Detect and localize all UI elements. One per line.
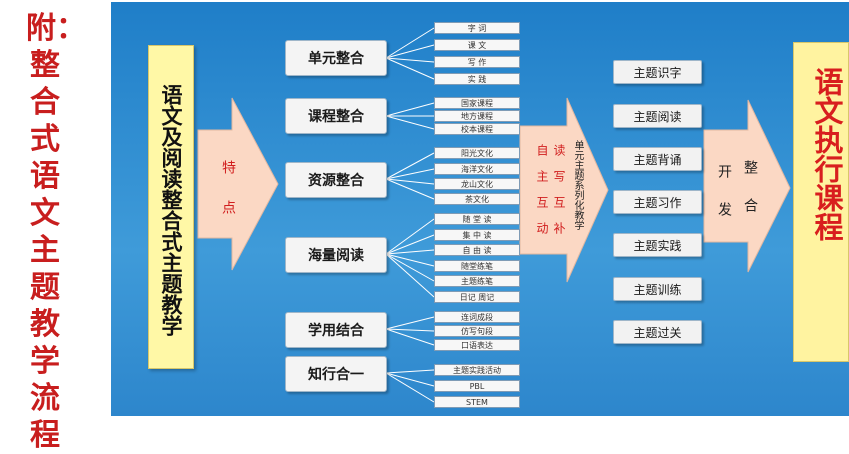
item-box: 校本课程 [434,123,520,135]
final-label: 语文执行课程 [810,67,844,241]
final-box: 语文执行课程 [793,42,849,362]
item-box: 自 由 读 [434,244,520,256]
item-box: PBL [434,380,520,392]
branch-lines [385,27,435,403]
item-box: 茶文化 [434,193,520,205]
develop-arrow-col2: 整合 [742,160,758,236]
item-box: 主题实践活动 [434,364,520,376]
mid-arrow [519,97,609,283]
feature-arrow [197,97,279,271]
item-box: 阳光文化 [434,147,520,159]
center-label: 语文及阅读整合式主题教学 [159,84,183,336]
topic-box: 主题背诵 [613,147,702,171]
category-box: 海量阅读 [285,237,387,273]
item-box: 课 文 [434,39,520,51]
item-box: 口语表达 [434,339,520,351]
item-box: 仿写句段 [434,325,520,337]
item-box: 随堂练笔 [434,260,520,272]
item-box: 海洋文化 [434,163,520,175]
mid-arrow-col3: 单元主题系列化教学 [572,140,583,230]
item-box: 集 中 读 [434,229,520,241]
item-box: STEM [434,396,520,408]
center-label-box: 语文及阅读整合式主题教学 [148,45,194,369]
diagram: 附：整合式语文主题教学流程 语文及阅读整合式主题教学 特点 单元整合 课程整合 … [26,2,849,453]
item-box: 连词成段 [434,311,520,323]
item-box: 字 词 [434,22,520,34]
mid-arrow-col2: 读写互补 [552,144,566,248]
item-box: 随 堂 读 [434,213,520,225]
category-box: 单元整合 [285,40,387,76]
topic-box: 主题实践 [613,233,702,257]
item-box: 地方课程 [434,110,520,122]
topic-box: 主题阅读 [613,104,702,128]
category-box: 课程整合 [285,98,387,134]
topic-box: 主题习作 [613,190,702,214]
item-box: 日记 周记 [434,291,520,303]
item-box: 写 作 [434,56,520,68]
develop-arrow-col1: 开发 [716,164,732,240]
category-box: 学用结合 [285,312,387,348]
item-box: 实 践 [434,73,520,85]
item-box: 国家课程 [434,97,520,109]
item-box: 龙山文化 [434,178,520,190]
connector-layer [197,27,791,403]
topic-box: 主题识字 [613,60,702,84]
category-box: 资源整合 [285,162,387,198]
develop-arrow [703,99,791,273]
mid-arrow-col1: 自主互动 [535,144,549,248]
item-box: 主题练笔 [434,275,520,287]
topic-box: 主题过关 [613,320,702,344]
feature-label: 特点 [220,160,236,240]
diagram-title: 附：整合式语文主题教学流程 [26,11,86,453]
category-box: 知行合一 [285,356,387,392]
topic-box: 主题训练 [613,277,702,301]
